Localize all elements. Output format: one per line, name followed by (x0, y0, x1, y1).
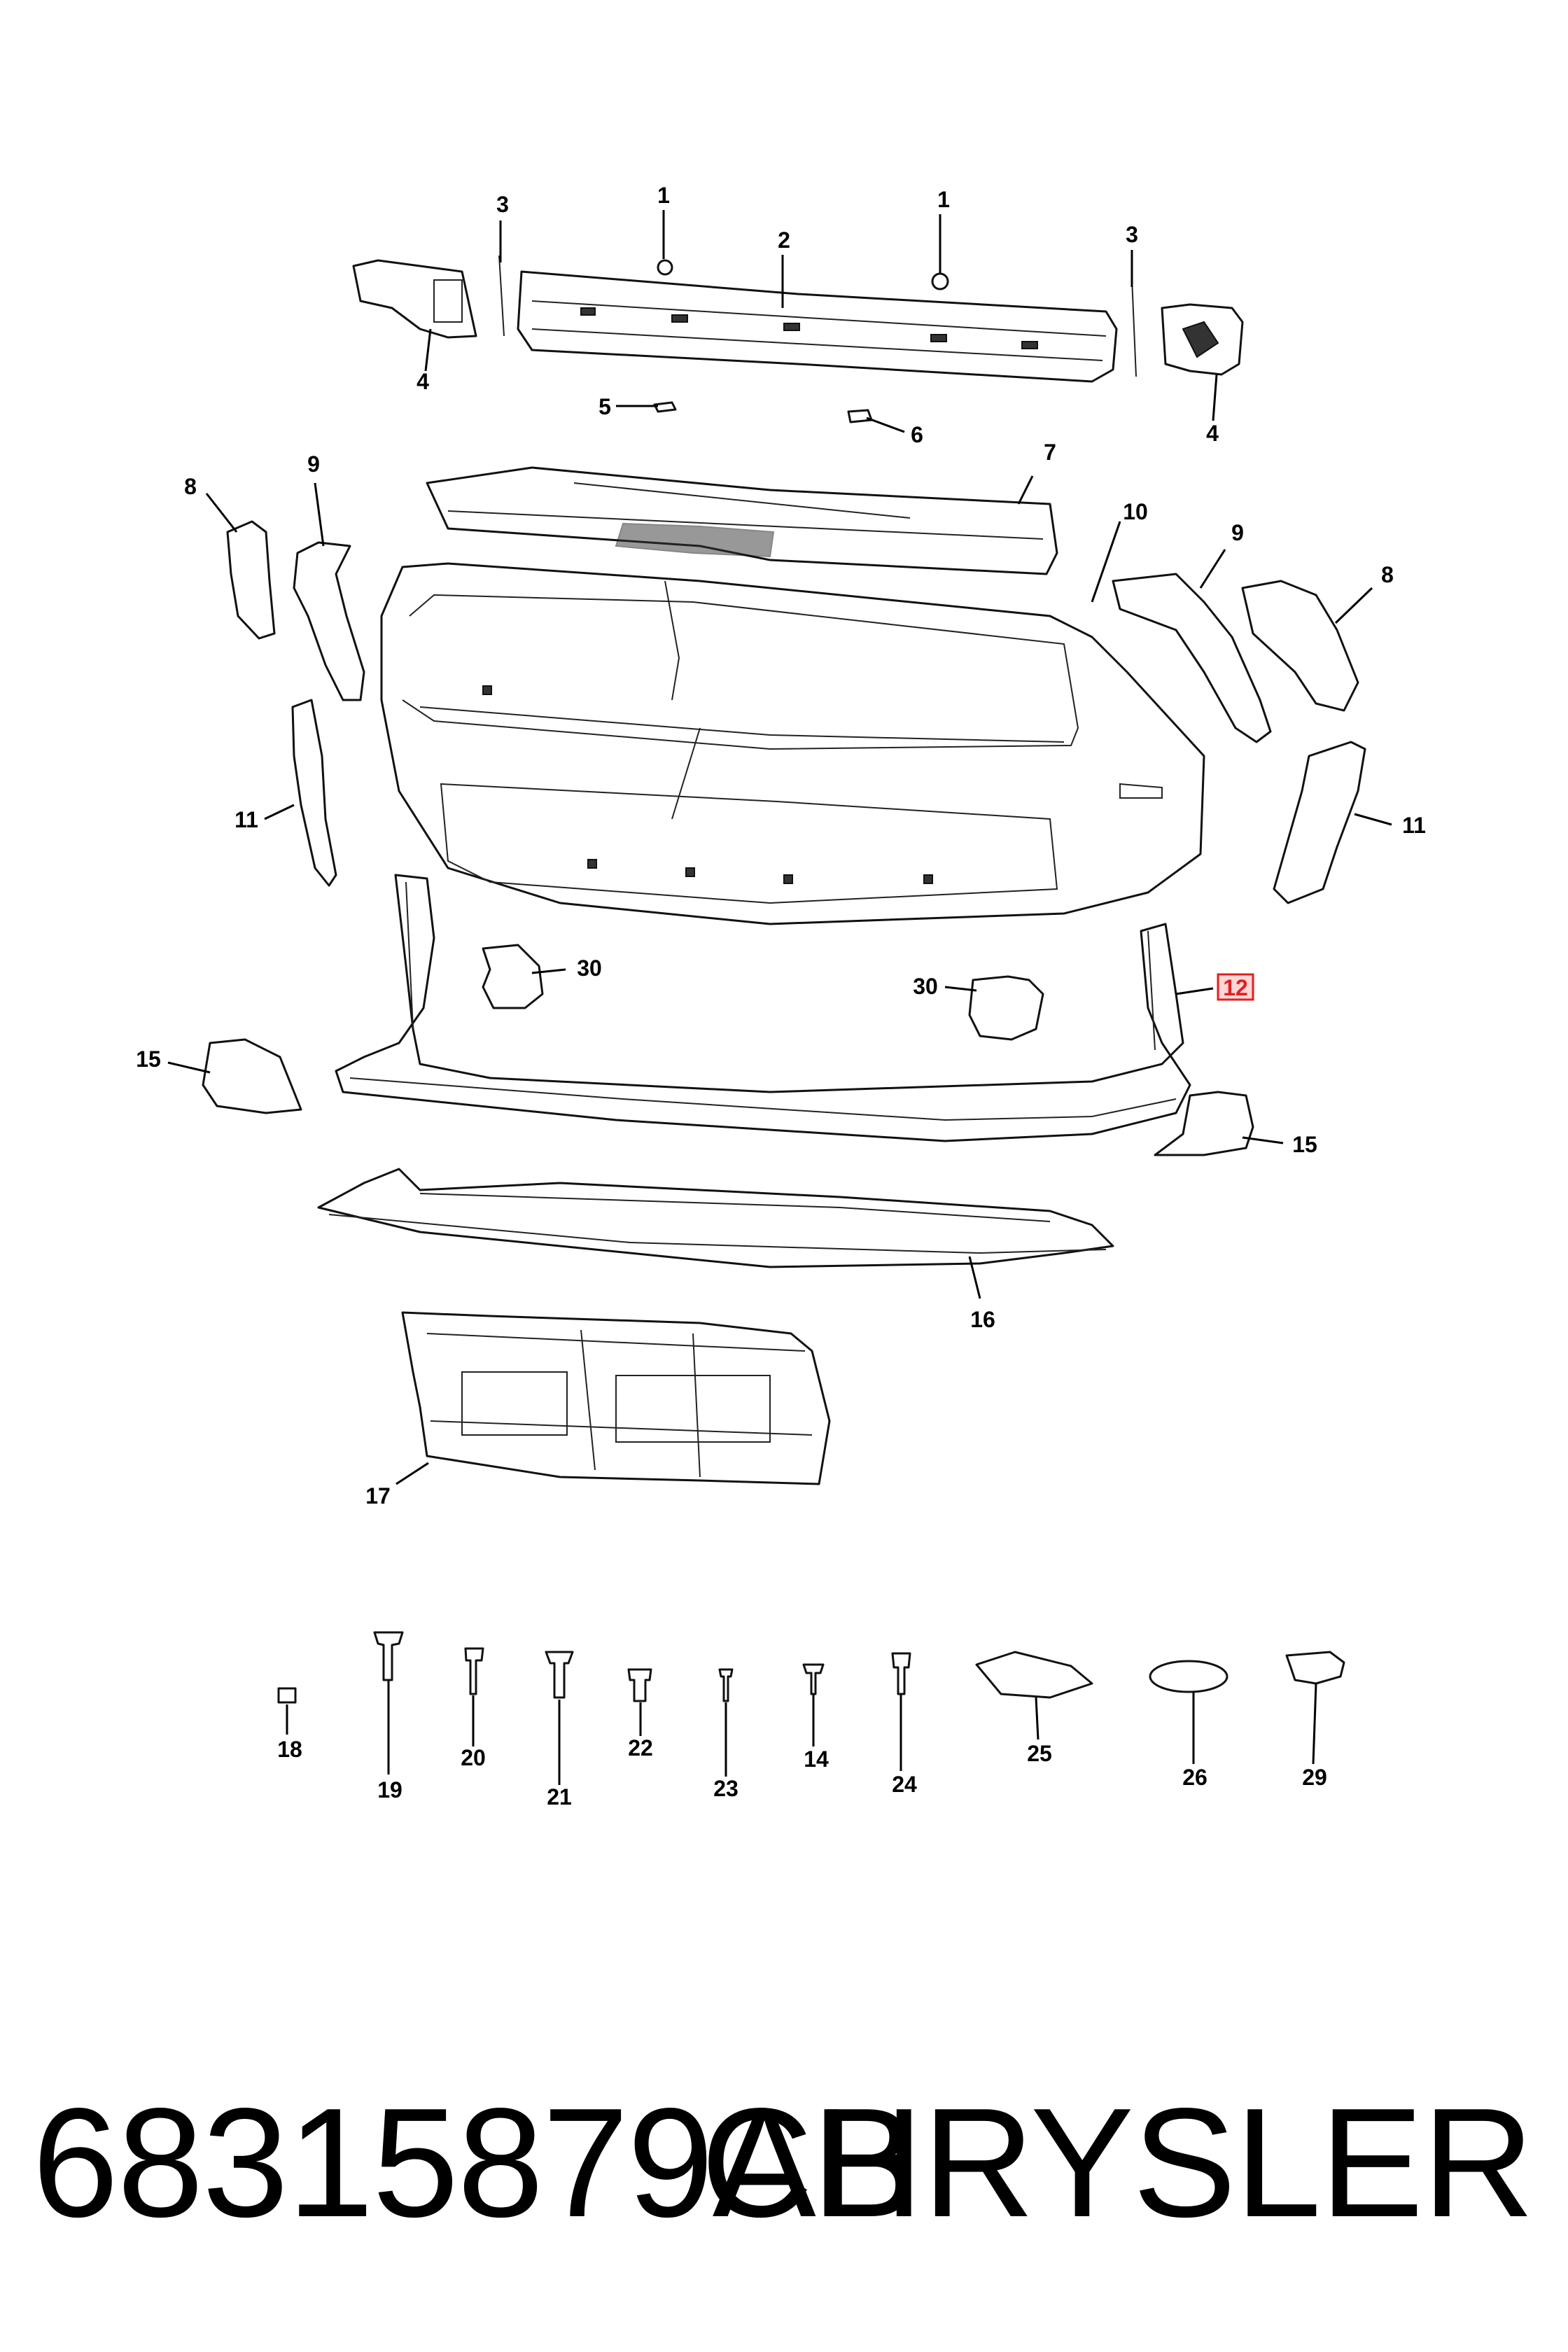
part-14-screw (802, 1663, 825, 1695)
callout-4-right: 4 (1206, 421, 1219, 446)
callout-3-left: 3 (496, 192, 509, 217)
part-26-plug (1149, 1660, 1228, 1693)
callout-15-left: 15 (136, 1046, 161, 1072)
part-3-left-stud (498, 255, 505, 337)
callout-12: 12 (1223, 975, 1248, 1000)
part-20-bolt (464, 1647, 484, 1695)
callout-12-highlight: 12 (1217, 973, 1254, 1001)
part-15-right-deflector (1154, 1091, 1254, 1156)
part-8-right-bracket (1241, 580, 1359, 712)
callout-17: 17 (365, 1483, 391, 1508)
callout-22: 22 (628, 1735, 653, 1760)
callout-15-right: 15 (1292, 1132, 1317, 1157)
part-19-push-pin (373, 1631, 404, 1681)
part-11-left-trim (291, 699, 337, 887)
callout-1-left: 1 (657, 183, 670, 208)
callout-21: 21 (547, 1784, 572, 1809)
footer: 68315879AB CHRYSLER (0, 2072, 1568, 2254)
callout-3-right: 3 (1126, 222, 1138, 247)
callout-labels: 1 1 2 3 3 4 4 5 6 7 8 8 9 9 10 11 11 12 … (136, 183, 1426, 1809)
part-16-splitter (317, 1168, 1114, 1268)
part-4-left-bracket (352, 259, 477, 339)
callout-16: 16 (970, 1307, 995, 1332)
callout-9-left: 9 (307, 451, 320, 477)
callout-6: 6 (911, 422, 923, 447)
callout-20: 20 (461, 1745, 486, 1770)
callout-7: 7 (1044, 440, 1056, 465)
callout-9-right: 9 (1231, 520, 1244, 545)
part-22-clip (627, 1668, 652, 1702)
part-18-nut (277, 1687, 297, 1704)
part-number: 68315879AB (32, 2076, 918, 2250)
brand-name: CHRYSLER (701, 2076, 1534, 2250)
part-15-left-deflector (202, 1038, 302, 1114)
part-30-right-cover (968, 975, 1044, 1041)
leader-lines (167, 210, 1392, 1785)
part-4-right-bracket (1161, 303, 1244, 376)
callout-25: 25 (1027, 1741, 1052, 1766)
fasteners-row (277, 1631, 1345, 1704)
part-9-right-bracket (1112, 573, 1272, 743)
part-17-air-duct (401, 1311, 831, 1485)
part-29-clip (1285, 1651, 1345, 1685)
part-5-bolt (653, 401, 677, 413)
part-21-push-pin (545, 1651, 574, 1699)
part-24-bolt (891, 1652, 911, 1695)
part-3-right-stud (1131, 278, 1137, 377)
part-25-grommet (975, 1651, 1093, 1699)
callout-30-left: 30 (577, 955, 602, 981)
part-30-left-cover (482, 944, 544, 1009)
part-7-upper-absorber (426, 466, 1058, 575)
callout-5: 5 (598, 394, 611, 419)
callout-18: 18 (277, 1737, 302, 1762)
part-6-clip (847, 409, 873, 424)
part-1-nut-left (657, 259, 673, 276)
exploded-parts-diagram: 1 1 2 3 3 4 4 5 6 7 8 8 9 9 10 11 11 12 … (136, 183, 1426, 1809)
callout-11-left: 11 (234, 807, 258, 832)
callout-8-left: 8 (184, 474, 197, 499)
part-1-nut-right (931, 272, 949, 290)
callout-8-right: 8 (1381, 562, 1394, 587)
callout-10: 10 (1123, 499, 1148, 524)
callout-11-right: 11 (1402, 813, 1426, 838)
part-10-bumper-fascia (380, 562, 1205, 925)
part-8-left-bracket (226, 520, 276, 640)
callout-29: 29 (1302, 1765, 1327, 1790)
callout-2: 2 (778, 227, 790, 253)
part-12-lower-fascia (335, 874, 1191, 1142)
callout-1-right: 1 (937, 187, 950, 212)
callout-23: 23 (713, 1776, 738, 1801)
callout-4-left: 4 (416, 369, 429, 394)
part-9-left-bracket (293, 541, 365, 701)
callout-30-right: 30 (913, 974, 938, 999)
part-23-screw (718, 1668, 734, 1702)
part-11-right-trim (1273, 741, 1366, 904)
part-2-reinforcement-beam (517, 270, 1118, 383)
callout-24: 24 (892, 1772, 917, 1797)
callout-14: 14 (804, 1746, 829, 1772)
callout-19: 19 (377, 1777, 402, 1802)
callout-26: 26 (1182, 1765, 1208, 1790)
